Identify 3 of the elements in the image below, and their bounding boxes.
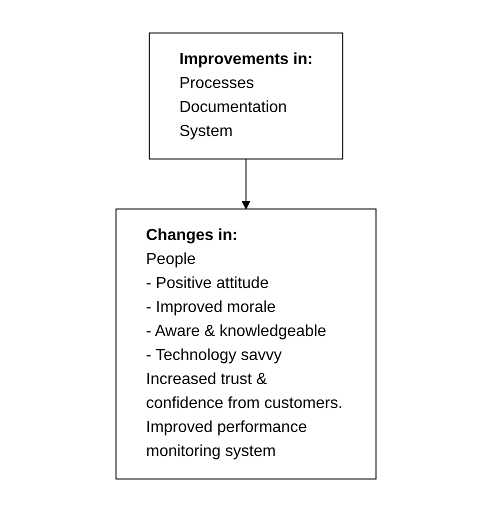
node-box xyxy=(148,32,343,160)
arrow xyxy=(241,158,250,210)
node-box xyxy=(115,208,376,480)
